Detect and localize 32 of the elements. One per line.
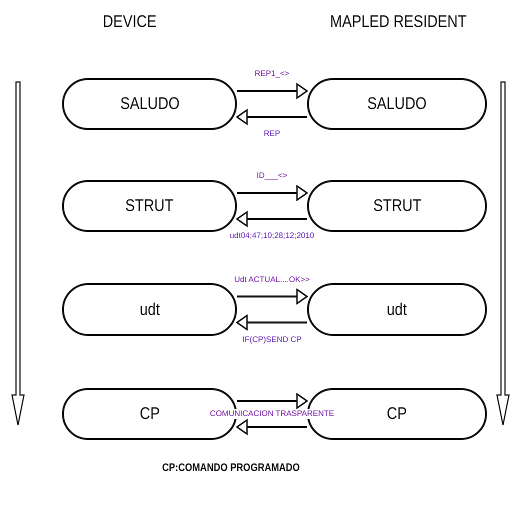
block-arrow xyxy=(237,83,308,99)
edge-label: Udt ACTUAL....OK>> xyxy=(233,274,311,284)
block-arrow xyxy=(237,393,308,409)
heading-text: MAPLED RESIDENT xyxy=(330,12,467,32)
rounded-box xyxy=(307,180,487,232)
block-arrow xyxy=(237,185,308,201)
rounded-box xyxy=(62,78,237,130)
box-label: STRUT xyxy=(125,196,174,216)
rounded-box xyxy=(62,283,237,336)
block-arrow xyxy=(236,419,307,435)
box-label: CP xyxy=(139,404,160,424)
rounded-box xyxy=(62,180,237,232)
block-arrow xyxy=(236,211,307,227)
edge-label: REP xyxy=(262,129,282,139)
heading-text: CP:COMANDO PROGRAMADO xyxy=(162,462,300,474)
edge-label: ID___<> xyxy=(256,171,288,181)
block-arrow xyxy=(237,288,308,304)
box-label: CP xyxy=(386,404,408,424)
heading-text: DEVICE xyxy=(102,12,157,32)
edge-label: udt04;47;10;28;12;2010 xyxy=(228,231,316,241)
box-label: SALUDO xyxy=(367,94,427,114)
box-label: STRUT xyxy=(372,196,422,216)
block-arrow xyxy=(236,314,307,330)
box-label: udt xyxy=(139,300,160,320)
block-arrow xyxy=(236,109,307,125)
rounded-box xyxy=(307,78,487,130)
rounded-box xyxy=(307,283,487,336)
edge-label: REP1_<> xyxy=(254,69,290,79)
box-label: udt xyxy=(386,300,408,320)
edge-label: IF(CP)SEND CP xyxy=(241,334,303,344)
box-label: SALUDO xyxy=(120,94,180,114)
edge-label: COMUNICACION TRASPARENTE xyxy=(208,409,336,419)
